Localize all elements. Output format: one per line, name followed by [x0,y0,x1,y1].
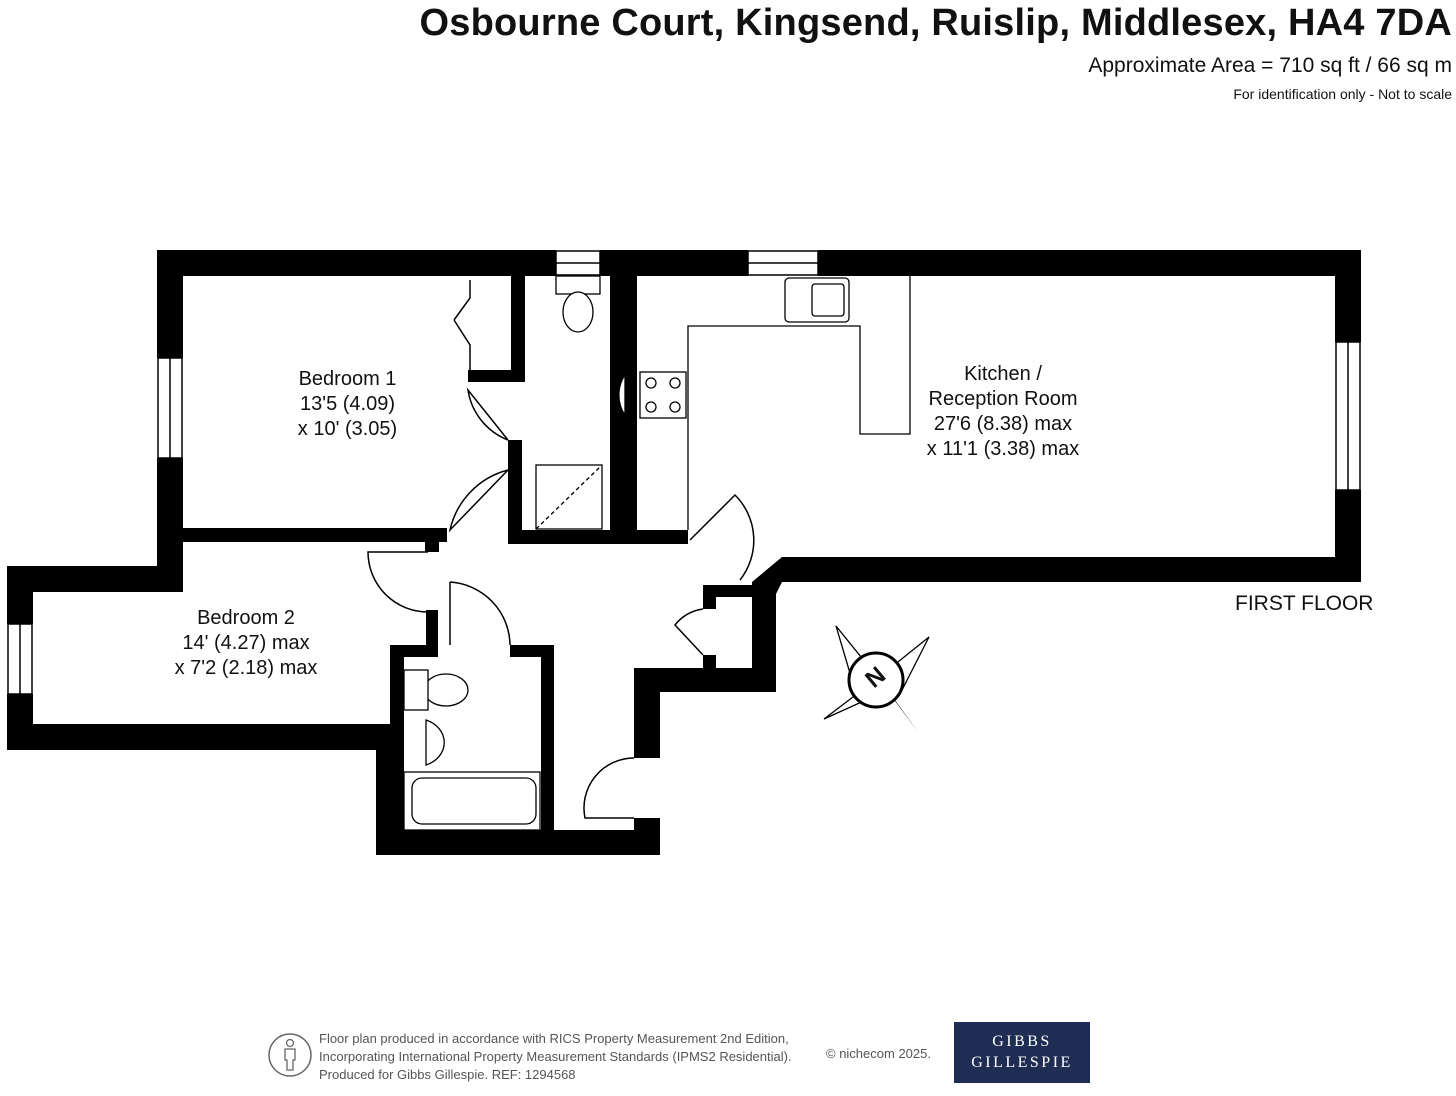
property-address-title: Osbourne Court, Kingsend, Ruislip, Middl… [419,2,1452,44]
identification-note: For identification only - Not to scale [1233,86,1452,102]
bedroom-1-label: Bedroom 1 13'5 (4.09) x 10' (3.05) [270,367,425,442]
person-icon [268,1033,312,1077]
logo-line-1: GIBBS [992,1033,1052,1050]
kitchen-reception-label: Kitchen / Reception Room 27'6 (8.38) max… [912,362,1094,462]
footer-line-3: Produced for Gibbs Gillespie. REF: 12945… [319,1067,576,1082]
kitchen-dim1: 27'6 (8.38) max [933,413,1073,435]
walls [7,250,1361,855]
kitchen-name-line1: Kitchen / [964,363,1042,385]
approximate-area: Approximate Area = 710 sq ft / 66 sq m [1088,54,1452,77]
bedroom-1-dim2: x 10' (3.05) [297,418,398,440]
bedroom-1-dim1: 13'5 (4.09) [300,393,395,415]
fixtures [403,275,911,831]
kitchen-name-line2: Reception Room [928,388,1078,410]
kitchen-dim2: x 11'1 (3.38) max [926,438,1080,460]
gibbs-gillespie-logo: GIBBS GILLESPIE [954,1022,1090,1083]
copyright: © nichecom 2025. [826,1046,931,1061]
bedroom-2-label: Bedroom 2 14' (4.27) max x 7'2 (2.18) ma… [160,606,332,681]
bedroom-2-dim2: x 7'2 (2.18) max [174,657,318,679]
bedroom-1-name: Bedroom 1 [298,368,397,390]
bedroom-2-name: Bedroom 2 [197,607,295,629]
footer-line-1: Floor plan produced in accordance with R… [319,1031,789,1046]
bedroom-2-dim1: 14' (4.27) max [182,632,310,654]
logo-line-2: GILLESPIE [971,1054,1073,1071]
footer-line-2: Incorporating International Property Mea… [319,1049,792,1064]
doors [367,280,755,819]
footer-note: Floor plan produced in accordance with R… [319,1030,792,1084]
compass [823,625,930,732]
windows [7,250,1361,695]
floor-label: FIRST FLOOR [1235,592,1374,615]
